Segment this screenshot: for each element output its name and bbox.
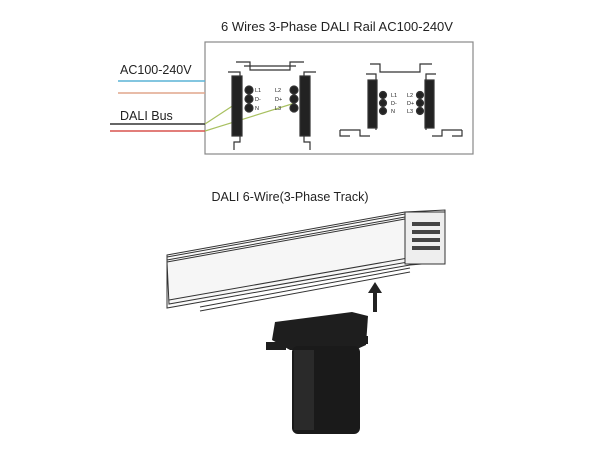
terminal-label: D-	[391, 101, 397, 107]
terminal-label: L1	[255, 88, 261, 94]
power-label: AC100-240V	[120, 63, 192, 77]
terminal-label: L3	[407, 109, 413, 115]
rail-profile-left	[228, 61, 316, 150]
wiring-title: 6 Wires 3-Phase DALI Rail AC100-240V	[221, 19, 453, 34]
terminal-label: N	[391, 109, 395, 115]
rail-profile-right	[339, 63, 463, 137]
track-end-conductors	[412, 222, 440, 250]
terminal-label: L2	[275, 88, 281, 94]
terminal-label: L2	[407, 93, 413, 99]
connector-wire-2	[204, 102, 296, 132]
terminal-label: D-	[255, 97, 261, 103]
terminal-label: L3	[275, 106, 281, 112]
bus-label: DALI Bus	[120, 109, 173, 123]
terminal-label: N	[255, 106, 259, 112]
terminal-label: L1	[391, 93, 397, 99]
product-title: DALI 6-Wire(3-Phase Track)	[212, 190, 369, 204]
track-adapter	[266, 312, 368, 434]
terminal-label: D+	[407, 101, 414, 107]
terminal-label: D+	[275, 97, 282, 103]
arrow-up-icon	[368, 282, 382, 312]
track-rail	[166, 209, 446, 312]
